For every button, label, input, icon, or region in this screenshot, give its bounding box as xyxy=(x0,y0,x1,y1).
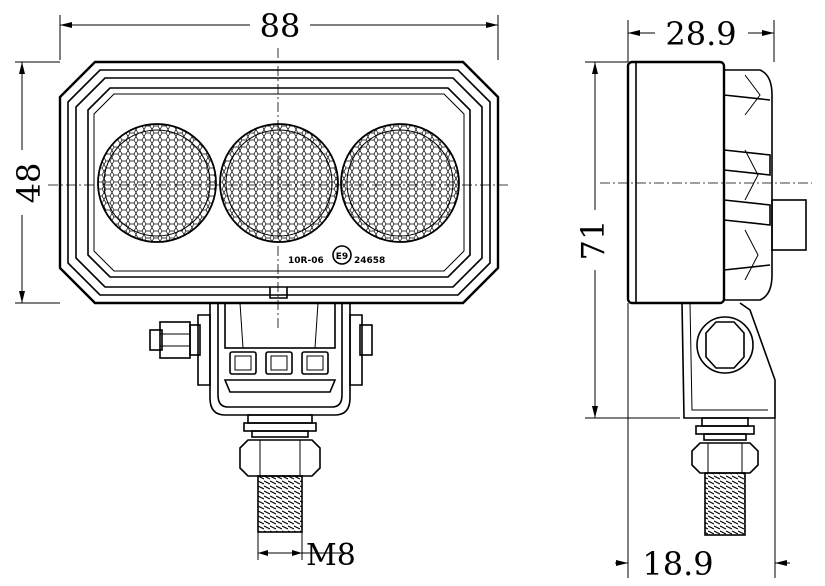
bracket-depth-dimension: 18.9 xyxy=(615,303,790,583)
depth-dimension: 28.9 xyxy=(627,15,775,62)
height-dimension: 48 xyxy=(10,61,60,304)
thread-dimension: M8 xyxy=(257,532,356,573)
side-view: 28.9 71 xyxy=(574,15,812,583)
front-view: 88 48 xyxy=(10,7,510,573)
housing xyxy=(58,60,500,305)
dim-total-height-label: 71 xyxy=(574,220,612,261)
dim-bracket-depth-label: 18.9 xyxy=(642,545,713,583)
led-reflector-right xyxy=(340,123,460,243)
dim-thread-label: M8 xyxy=(306,538,356,573)
side-stud xyxy=(691,417,759,536)
dim-width-label: 88 xyxy=(260,7,301,45)
led-reflector-center xyxy=(219,123,339,243)
led-reflector-left xyxy=(97,123,217,243)
width-dimension: 88 xyxy=(59,7,499,60)
approval-code: 10R-06 xyxy=(288,256,324,266)
e-mark-circle xyxy=(332,245,352,265)
side-housing xyxy=(600,60,812,305)
total-height-dimension: 71 xyxy=(574,61,680,419)
side-bracket xyxy=(681,302,776,419)
approval-number: 24658 xyxy=(354,256,385,266)
dim-depth-label: 28.9 xyxy=(665,15,736,53)
e-mark-label: E9 xyxy=(336,252,348,262)
led-reflectors xyxy=(97,123,460,243)
m8-stud xyxy=(239,414,321,533)
dim-height-label: 48 xyxy=(10,163,48,204)
mounting-bracket xyxy=(149,302,373,416)
homologation-marks: 10R-06 E9 24658 xyxy=(288,245,385,266)
